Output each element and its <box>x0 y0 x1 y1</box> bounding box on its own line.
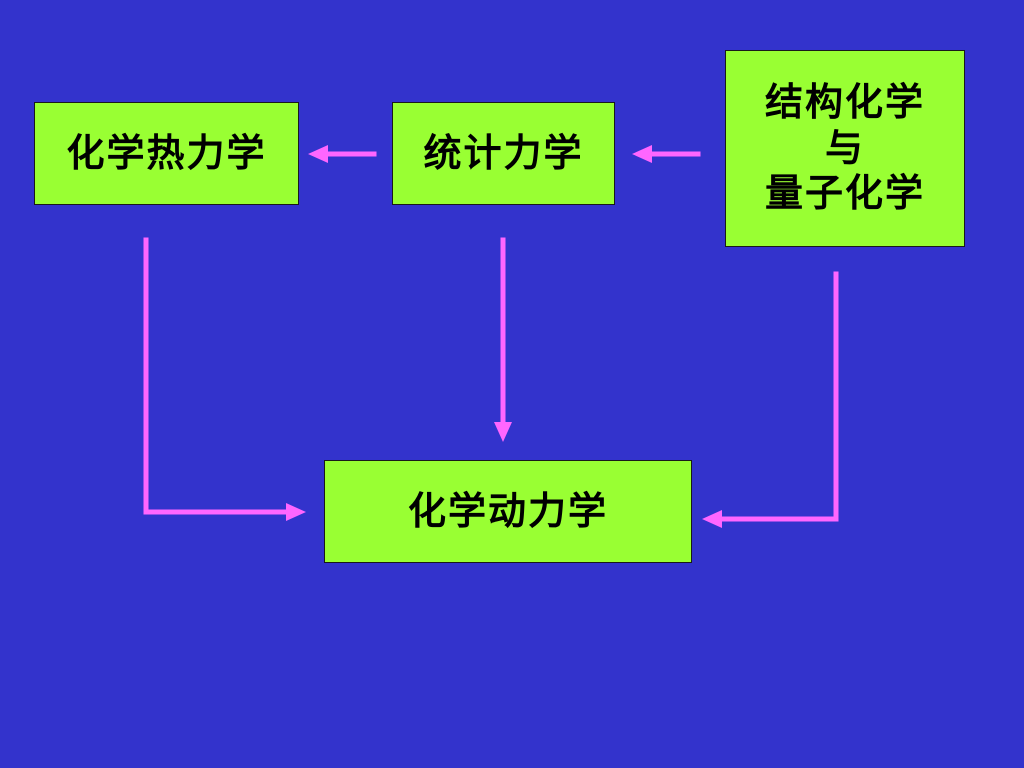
node-label: 化学动力学 <box>407 488 608 533</box>
node-label: 统计力学 <box>423 130 584 175</box>
node-chemical-kinetics: 化学动力学 <box>324 460 692 563</box>
node-structural-quantum-chemistry: 结构化学 与 量子化学 <box>725 50 965 247</box>
node-label: 化学热力学 <box>66 130 267 175</box>
node-label-lines: 结构化学 与 量子化学 <box>765 80 925 217</box>
arrow-structural-to-statistical <box>632 145 701 163</box>
node-label-line: 量子化学 <box>764 171 925 216</box>
arrow-structural-to-kinetics <box>702 271 839 528</box>
node-label-line: 与 <box>824 125 865 170</box>
node-statistical-mechanics: 统计力学 <box>392 102 615 205</box>
node-label-line: 结构化学 <box>764 80 925 125</box>
arrow-thermodynamics-to-kinetics <box>143 237 306 521</box>
arrow-statistical-to-thermodynamics <box>308 145 377 163</box>
arrow-statistical-to-kinetics <box>494 237 512 442</box>
node-chemical-thermodynamics: 化学热力学 <box>34 102 299 205</box>
